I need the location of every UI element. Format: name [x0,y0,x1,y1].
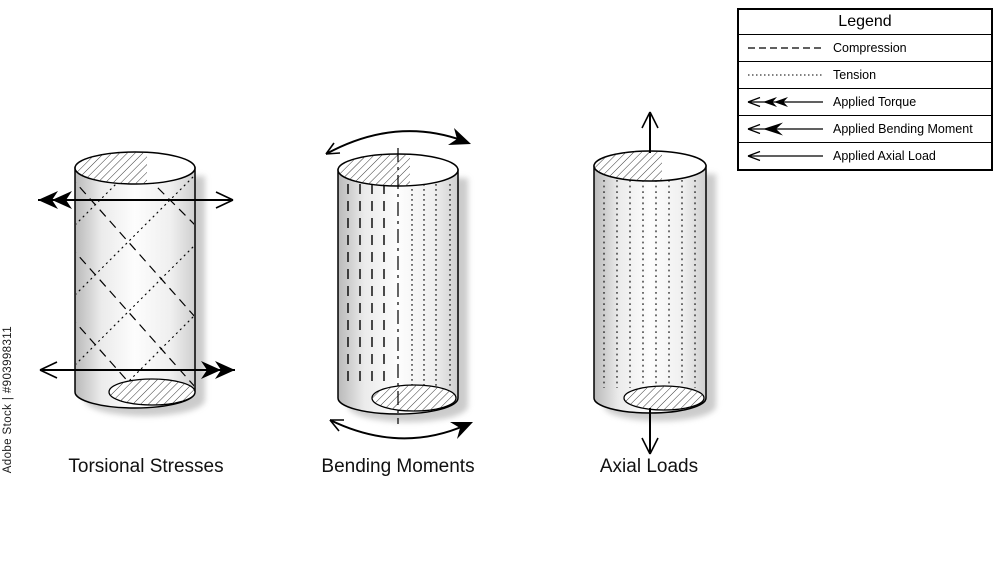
legend-box: Legend Compression Tension [737,8,993,171]
bottom-cap-hatching [624,386,704,410]
compression-fiber-lines [347,184,385,388]
legend-item-label: Applied Bending Moment [833,122,973,136]
bottom-cap-hatching [109,379,195,405]
top-cap-hatching [75,152,147,184]
watermark-text: Adobe Stock | #903998311 [2,326,14,474]
legend-row-tension: Tension [739,62,991,89]
legend-item-label: Tension [833,68,877,82]
applied-bending-moment-arrow-top [325,128,471,155]
applied-torque-arrow-top [38,191,234,209]
tension-fiber-lines [411,184,451,388]
applied-bending-moment-arrow-bottom [329,419,473,440]
axial-load-arrow-icon [739,148,833,164]
legend-row-applied-bending-moment: Applied Bending Moment [739,116,991,143]
bending-moments-label: Bending Moments [321,456,475,477]
bending-stress-lines [347,184,451,388]
applied-torque-arrow-bottom [39,361,235,379]
applied-axial-load-arrow-bottom [641,408,659,455]
bending-moment-arrow-icon [739,121,833,137]
cylinder-body [593,165,707,414]
torsional-stresses-label: Torsional Stresses [68,456,224,477]
legend-item-label: Applied Axial Load [833,149,936,163]
legend-item-label: Compression [833,41,907,55]
dotted-line-icon [739,67,833,83]
legend-title: Legend [739,10,991,35]
torque-arrow-icon [739,94,833,110]
axial-loads-figure [593,111,716,455]
legend-row-compression: Compression [739,35,991,62]
dashed-line-icon [739,40,833,56]
bottom-cap-hatching [372,385,456,411]
tension-helix-lines [76,176,194,390]
axial-loads-label: Axial Loads [599,456,699,477]
torsion-stress-lines [76,176,194,390]
tension-fiber-lines [603,180,696,388]
top-cap-hatching [594,151,662,181]
applied-axial-load-arrow-top [641,111,659,153]
compression-helix-lines [76,176,194,390]
top-cap-hatching [338,154,410,186]
torsional-stresses-figure [38,151,235,416]
legend-row-applied-axial-load: Applied Axial Load [739,143,991,169]
legend-row-applied-torque: Applied Torque [739,89,991,116]
bending-moments-figure [325,128,473,440]
cylinder-body [74,167,196,409]
legend-item-label: Applied Torque [833,95,917,109]
